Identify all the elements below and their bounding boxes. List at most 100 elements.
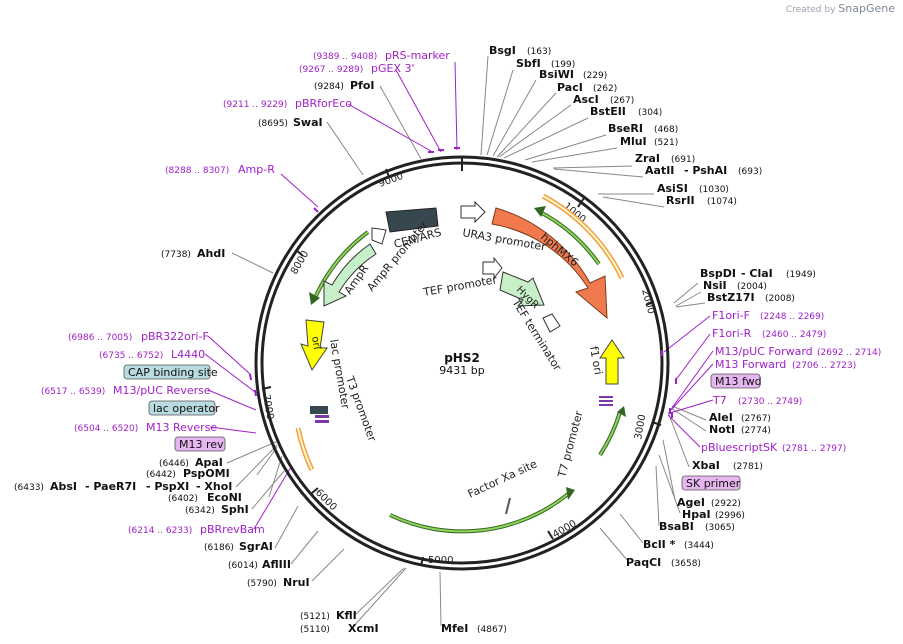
- primer-f1ori-f: F1ori-F(2248 .. 2269): [712, 309, 824, 322]
- tef-terminator-feature: TEF terminator: [509, 296, 564, 374]
- svg-text:BstEII: BstEII: [590, 105, 626, 118]
- site-zrai: ZraI(691): [635, 152, 695, 165]
- svg-text:(2008): (2008): [765, 294, 795, 304]
- svg-text:(2767): (2767): [741, 414, 771, 424]
- svg-text:(6446): (6446): [159, 459, 189, 469]
- primer-m13puc-forward: M13/pUC Forward(2692 .. 2714): [715, 345, 881, 358]
- svg-text:(229): (229): [583, 71, 607, 81]
- svg-text:Amp-R: Amp-R: [238, 163, 275, 176]
- svg-text:(163): (163): [527, 47, 551, 57]
- plasmid-length: 9431 bp: [439, 364, 484, 377]
- svg-text:- PshAI: - PshAI: [684, 164, 727, 177]
- svg-text:MfeI: MfeI: [441, 622, 468, 635]
- svg-text:AsiSI: AsiSI: [657, 182, 688, 195]
- svg-text:BsaBI: BsaBI: [659, 520, 694, 533]
- svg-text:(521): (521): [654, 138, 678, 148]
- hphmx6-feature: hphMX6: [491, 207, 608, 320]
- restriction-site-labels: BsgI(163) SbfI(199) BsiWI(229) PacI(262)…: [14, 44, 816, 635]
- svg-text:M13 fwd: M13 fwd: [715, 375, 762, 388]
- svg-text:M13 rev: M13 rev: [179, 438, 224, 451]
- site-hpai: HpaI(2996): [682, 508, 745, 521]
- primer-labels: (9389 .. 9408)pRS-marker (9267 .. 9289)p…: [41, 49, 881, 536]
- primer-pgex3: (9267 .. 9289)pGEX 3': [299, 62, 415, 75]
- svg-text:(2706 .. 2723): (2706 .. 2723): [792, 361, 856, 371]
- primer-m13-forward: M13 Forward (2706 .. 2723): [715, 358, 856, 371]
- snapgene-credit: Created by SnapGene: [786, 2, 895, 15]
- site-pfoi: (9284)PfoI: [314, 79, 375, 92]
- tick-2000: 2000: [639, 288, 656, 315]
- svg-text:XbaI: XbaI: [692, 459, 720, 472]
- site-sbfi: SbfI(199): [516, 57, 575, 70]
- primer-pbrrevbam: (6214 .. 6233) pBRrevBam: [128, 523, 265, 536]
- svg-text:T7: T7: [712, 394, 727, 407]
- primer-amp-r: (8288 .. 8307)Amp-R: [165, 163, 275, 176]
- svg-text:AgeI: AgeI: [677, 496, 705, 509]
- svg-text:(5790): (5790): [247, 579, 277, 589]
- svg-text:(267): (267): [610, 96, 634, 106]
- svg-text:PfoI: PfoI: [350, 79, 375, 92]
- svg-text:AflIII: AflIII: [262, 558, 291, 571]
- svg-text:(6402): (6402): [168, 494, 198, 504]
- svg-text:(2730 .. 2749): (2730 .. 2749): [738, 397, 802, 407]
- site-nsii: NsiI(2004): [703, 279, 767, 292]
- svg-text:SphI: SphI: [221, 503, 249, 516]
- svg-text:BspDI: BspDI: [700, 267, 736, 280]
- svg-text:BstZ17I: BstZ17I: [707, 291, 755, 304]
- svg-text:(2922): (2922): [711, 499, 741, 509]
- svg-text:NotI: NotI: [709, 423, 735, 436]
- primer-f1ori-r: F1ori-R(2460 .. 2479): [712, 327, 826, 340]
- svg-text:- XhoI: - XhoI: [196, 480, 232, 493]
- site-rsrii: RsrII (1074): [666, 194, 737, 207]
- site-xcmi: (5110)XcmI: [300, 622, 379, 635]
- svg-text:BsgI: BsgI: [489, 44, 516, 57]
- primer-prs-marker: (9389 .. 9408)pRS-marker: [313, 49, 450, 62]
- svg-text:(2996): (2996): [715, 511, 745, 521]
- site-sphi: (6342) SphI: [185, 503, 249, 516]
- svg-text:(5121): (5121): [300, 612, 330, 622]
- svg-text:(6517 .. 6539): (6517 .. 6539): [41, 387, 105, 397]
- svg-text:(3065): (3065): [705, 523, 735, 533]
- svg-text:(468): (468): [654, 125, 678, 135]
- svg-text:AhdI: AhdI: [197, 247, 225, 260]
- tick-7000: 7000: [260, 394, 275, 421]
- svg-text:(6214 .. 6233): (6214 .. 6233): [128, 526, 192, 536]
- svg-text:AatII: AatII: [645, 164, 674, 177]
- svg-text:(304): (304): [638, 108, 662, 118]
- box-m13-rev: M13 rev: [174, 436, 226, 452]
- primer-m13puc-reverse: (6517 .. 6539)M13/pUC Reverse: [41, 384, 211, 397]
- svg-text:pBluescriptSK: pBluescriptSK: [701, 441, 778, 454]
- svg-text:(5110): (5110): [300, 625, 330, 635]
- svg-text:- ClaI: - ClaI: [741, 267, 773, 280]
- svg-text:pBRrevBam: pBRrevBam: [200, 523, 265, 536]
- f1-ori-feature: f1 ori: [587, 339, 625, 385]
- svg-text:KflI: KflI: [336, 609, 357, 622]
- svg-text:(1074): (1074): [707, 197, 737, 207]
- site-swai: (8695)SwaI: [258, 116, 323, 129]
- svg-text:F1ori-R: F1ori-R: [712, 327, 752, 340]
- t7-promoter-feature: T7 promoter: [555, 396, 613, 480]
- svg-text:(8695): (8695): [258, 119, 288, 129]
- svg-text:(6342): (6342): [185, 506, 215, 516]
- tef-terminator-label: TEF terminator: [509, 296, 564, 374]
- svg-text:L4440: L4440: [171, 348, 205, 361]
- svg-text:M13 Forward: M13 Forward: [715, 358, 786, 371]
- primer-pbrforeco: (9211 .. 9229)pBRforEco: [223, 97, 352, 110]
- site-paqci: PaqCI(3658): [626, 556, 701, 569]
- ori-feature: ori: [300, 319, 328, 372]
- site-apai: (6446)ApaI: [159, 456, 223, 469]
- svg-text:(2248 .. 2269): (2248 .. 2269): [760, 312, 824, 322]
- t3-promoter-label: T3 promoter: [343, 374, 379, 444]
- svg-text:AscI: AscI: [573, 93, 599, 106]
- green-arrowheads: [309, 206, 626, 500]
- factor-xa-feature: Factor Xa site: [466, 457, 539, 515]
- site-mlui: MluI(521): [620, 135, 678, 148]
- primer-pbluescriptsk: pBluescriptSK(2781 .. 2797): [701, 441, 846, 454]
- box-lac-operator: lac operator: [148, 400, 220, 416]
- primer-l4440: (6735 .. 6752)L4440: [99, 348, 205, 361]
- svg-text:PacI: PacI: [557, 81, 583, 94]
- boxed-labels: CAP binding site lac operator M13 rev M1…: [123, 364, 762, 491]
- svg-text:RsrII: RsrII: [666, 194, 695, 207]
- svg-text:SK primer: SK primer: [686, 477, 741, 490]
- svg-text:lac operator: lac operator: [153, 402, 220, 415]
